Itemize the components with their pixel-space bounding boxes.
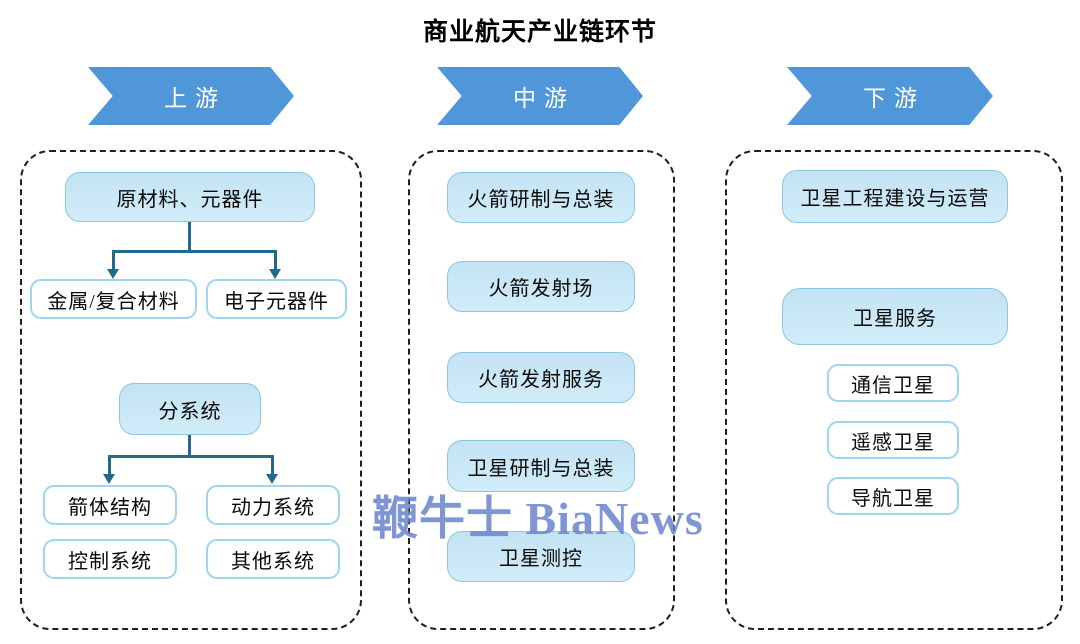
box-satellite-engineering-operation: 卫星工程建设与运营	[782, 170, 1008, 223]
box-rocket-development-assembly: 火箭研制与总装	[447, 172, 635, 223]
box-satellite-tracking-control: 卫星测控	[447, 531, 635, 582]
watermark: 鞭牛士 BiaNews	[372, 493, 704, 544]
down-arrowhead-icon	[269, 269, 281, 279]
box-raw-materials-components: 原材料、元器件	[65, 172, 315, 222]
connector-drop	[271, 457, 274, 475]
upstream-banner-label: 上游	[164, 86, 226, 111]
down-arrowhead-icon	[266, 474, 278, 484]
box-satellite-development-assembly: 卫星研制与总装	[447, 440, 635, 492]
connector-stem	[188, 222, 191, 252]
connector-stem	[188, 435, 191, 457]
down-arrowhead-icon	[103, 474, 115, 484]
down-arrowhead-icon	[107, 269, 119, 279]
upstream-container	[20, 150, 362, 630]
connector-drop	[108, 457, 111, 475]
downstream-container	[725, 150, 1063, 630]
midstream-container	[408, 150, 675, 630]
box-control-system: 控制系统	[43, 539, 177, 579]
midstream-banner-label: 中游	[513, 86, 575, 111]
box-rocket-body-structure: 箭体结构	[43, 485, 177, 525]
upstream-banner: 上游	[88, 67, 294, 125]
box-power-system: 动力系统	[206, 485, 340, 525]
box-communication-satellite: 通信卫星	[827, 364, 959, 402]
connector-drop	[112, 252, 115, 271]
connector-drop	[274, 252, 277, 271]
downstream-banner: 下游	[787, 67, 993, 125]
connector-hbar	[108, 455, 274, 458]
box-subsystems: 分系统	[119, 383, 261, 435]
midstream-banner: 中游	[437, 67, 643, 125]
diagram-title: 商业航天产业链环节	[422, 19, 657, 46]
box-rocket-launch-service: 火箭发射服务	[447, 352, 635, 403]
box-other-systems: 其他系统	[206, 539, 340, 579]
downstream-banner-label: 下游	[863, 86, 925, 111]
box-navigation-satellite: 导航卫星	[827, 477, 959, 515]
box-rocket-launch-site: 火箭发射场	[447, 261, 635, 312]
box-electronic-components: 电子元器件	[206, 279, 347, 319]
box-satellite-service: 卫星服务	[782, 288, 1008, 345]
box-metal-composite-materials: 金属/复合材料	[30, 279, 197, 319]
box-remote-sensing-satellite: 遥感卫星	[827, 421, 959, 459]
connector-hbar	[112, 250, 277, 253]
